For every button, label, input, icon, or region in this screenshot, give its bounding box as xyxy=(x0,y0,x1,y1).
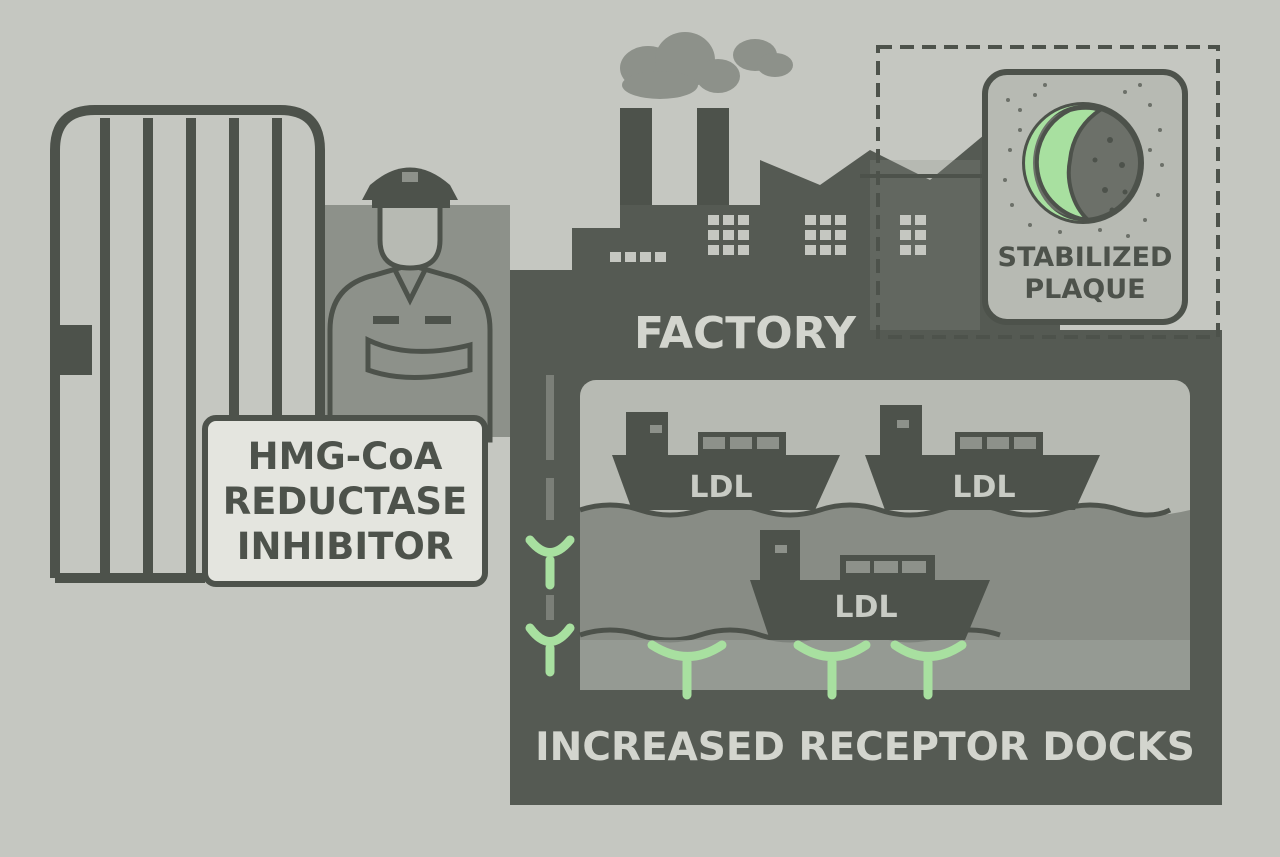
ship-2-label: LDL xyxy=(952,470,1016,505)
gate-icon xyxy=(50,105,325,583)
factory-label: FACTORY xyxy=(633,308,857,359)
inhibitor-line-1: HMG-CoA xyxy=(247,434,443,478)
plaque-label-line-1: STABILIZED xyxy=(997,242,1173,273)
inhibitor-label-box: HMG-CoA REDUCTASE INHIBITOR xyxy=(202,415,488,587)
plaque-label: STABILIZED PLAQUE xyxy=(990,242,1180,306)
ship-1-label: LDL xyxy=(689,470,753,505)
plaque-icon xyxy=(982,69,1188,325)
docks-label: INCREASED RECEPTOR DOCKS xyxy=(535,725,1195,770)
callout-dashed-box xyxy=(876,45,1220,339)
ship-3-label: LDL xyxy=(834,590,898,625)
smoke-icon xyxy=(620,32,793,99)
guard-icon xyxy=(327,167,493,443)
plaque-label-line-2: PLAQUE xyxy=(1024,274,1146,305)
inhibitor-line-3: INHIBITOR xyxy=(236,524,454,568)
ship-icon xyxy=(612,405,1100,640)
inhibitor-line-2: REDUCTASE xyxy=(222,479,468,523)
receptor-icon xyxy=(525,535,967,700)
